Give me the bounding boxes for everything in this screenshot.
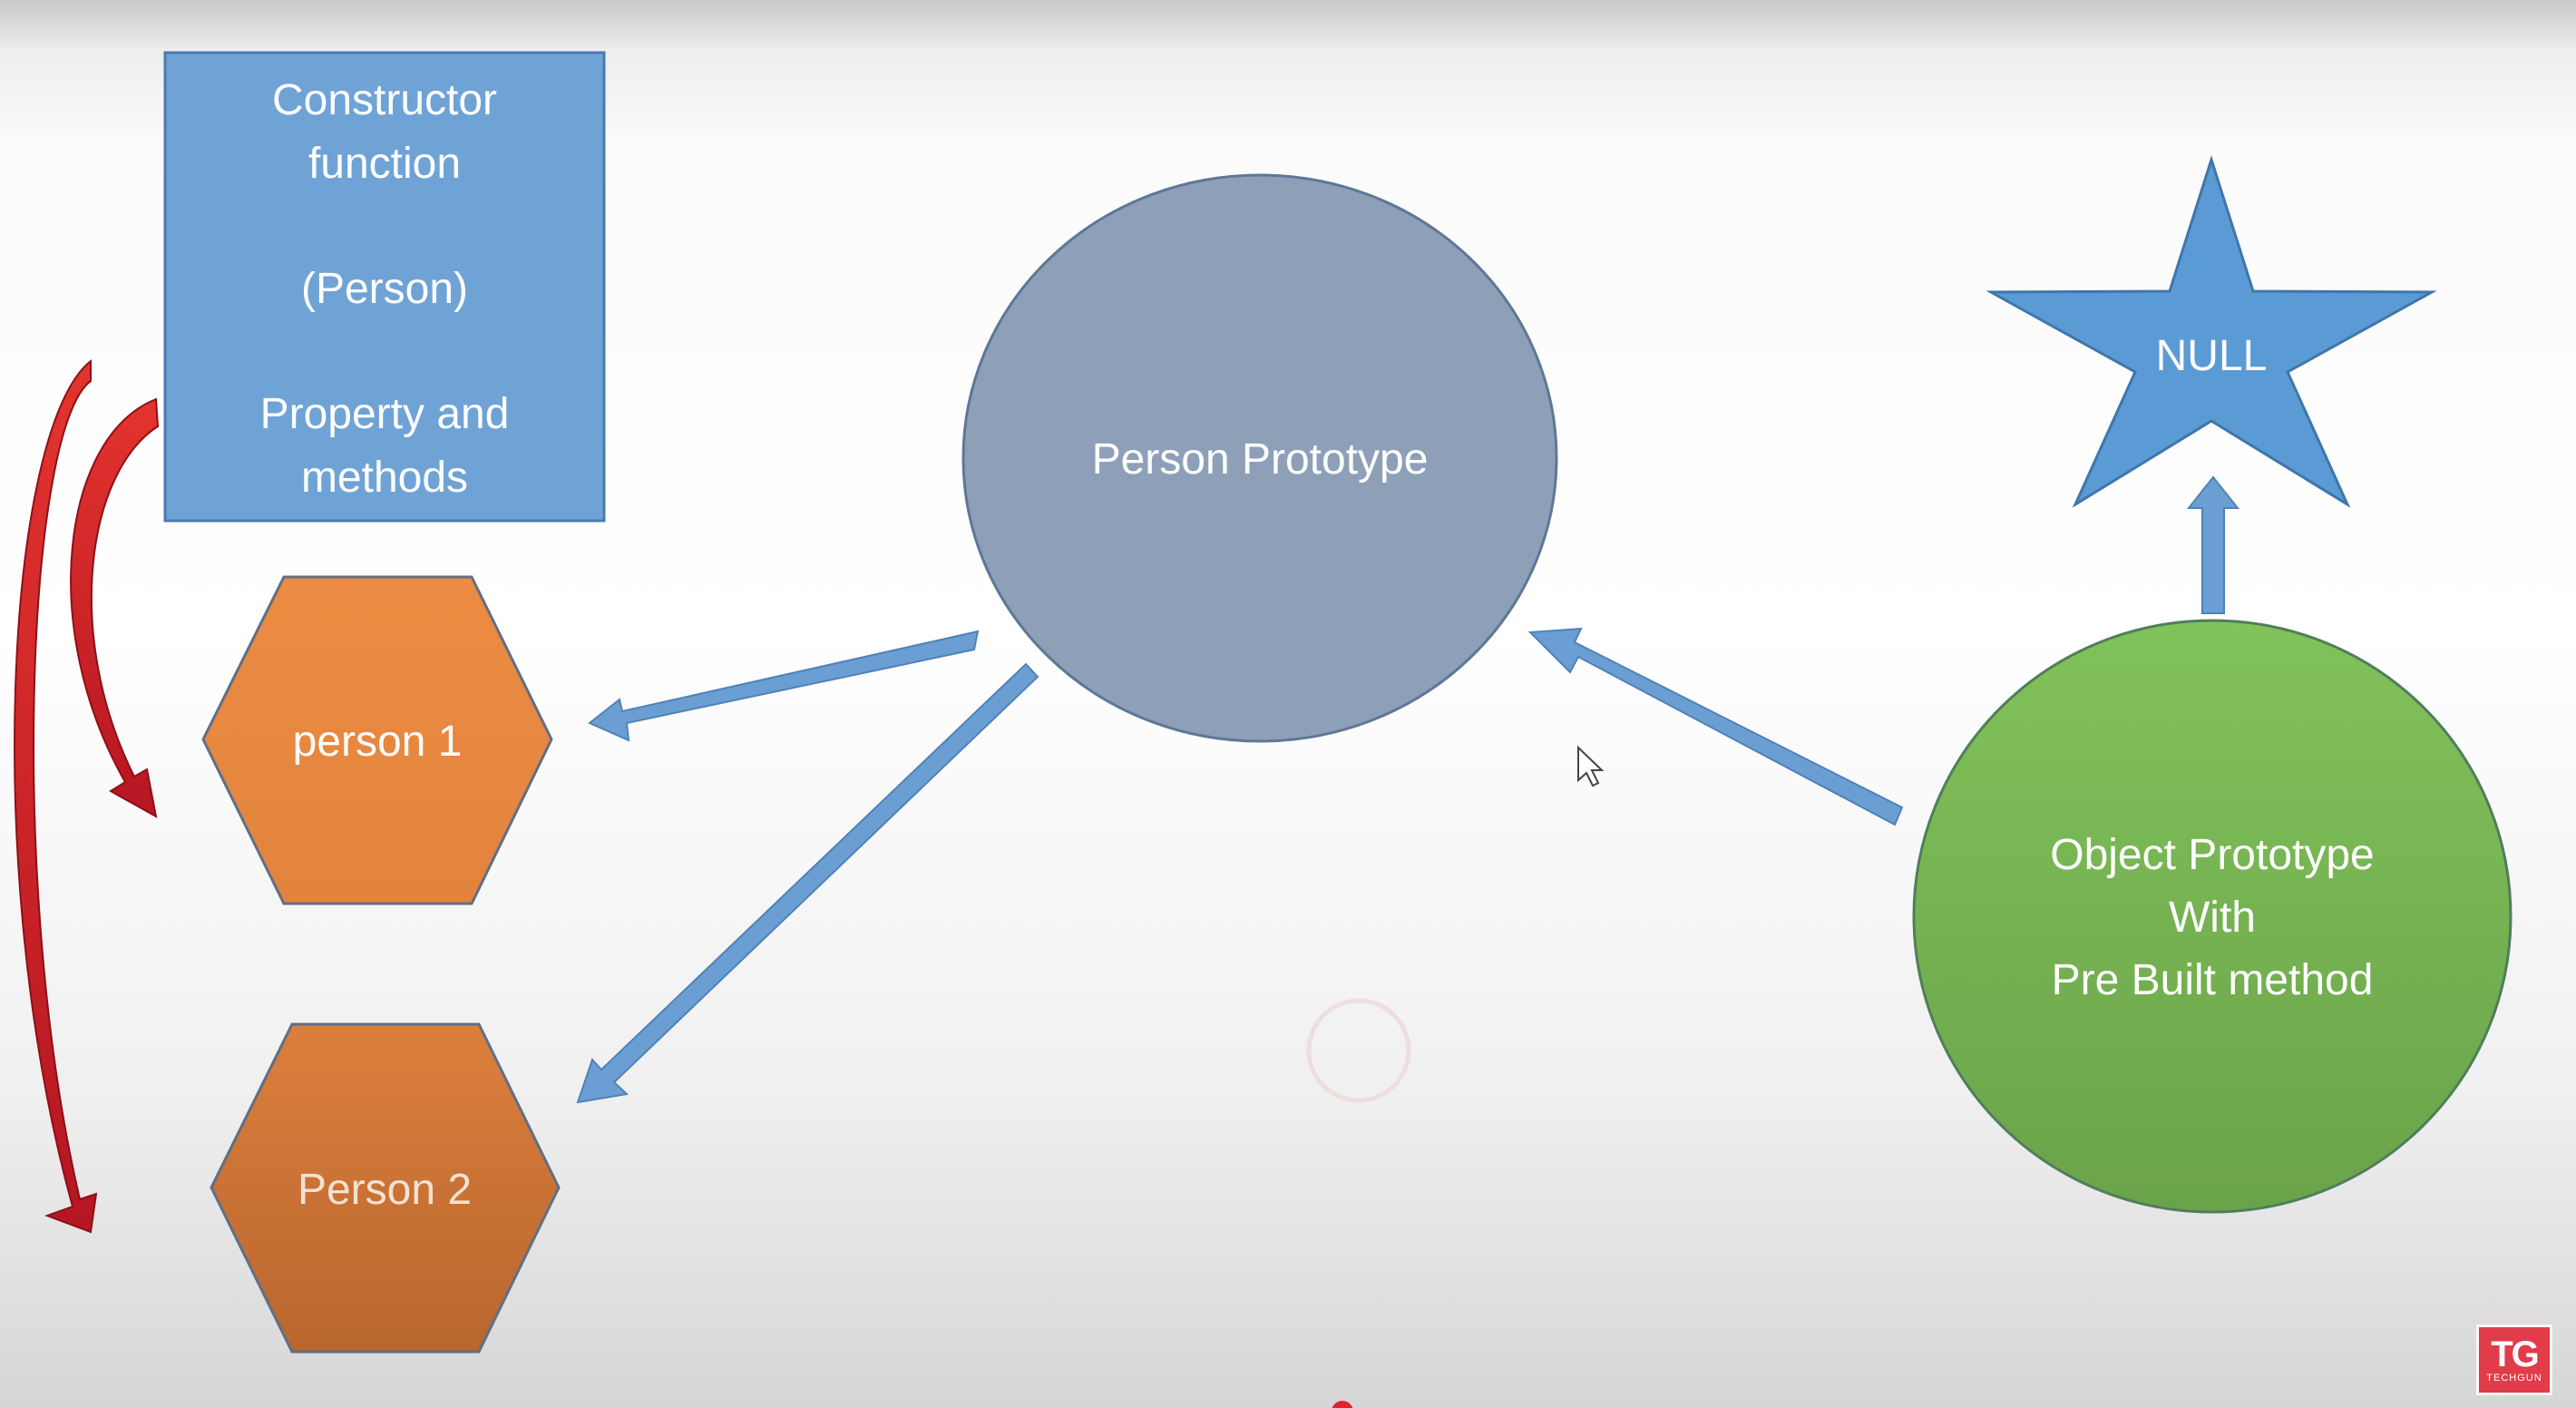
object-prototype-circle: Object Prototype With Pre Built method <box>1912 619 2513 1214</box>
constructor-function-box: Constructor function (Person) Property a… <box>163 51 606 523</box>
person1-hexagon: person 1 <box>201 575 553 905</box>
null-star: NULL <box>1986 155 2437 508</box>
person2-hexagon: Person 2 <box>210 1022 561 1354</box>
constructor-line-3: (Person) <box>301 265 468 313</box>
constructor-line-5: methods <box>301 454 468 502</box>
techgun-logo: TG TECHGUN <box>2476 1325 2552 1395</box>
loading-spinner-ring <box>1306 998 1411 1103</box>
object-prototype-line-3: Pre Built method <box>2052 956 2374 1004</box>
constructor-line-1: Constructor <box>272 76 497 124</box>
logo-sub: TECHGUN <box>2486 1373 2542 1384</box>
object-prototype-line-1: Object Prototype <box>2050 831 2375 879</box>
person-prototype-circle: Person Prototype <box>961 173 1558 743</box>
constructor-line-4: Property and <box>260 390 510 438</box>
arrow-prototype-to-person2 <box>576 662 1039 1104</box>
mouse-cursor-icon <box>1577 745 1605 787</box>
arrow-object-to-person-prototype <box>1527 627 1904 826</box>
playback-progress-dot[interactable] <box>1332 1401 1353 1408</box>
constructor-line-2: function <box>308 140 461 188</box>
arrow-object-to-null <box>2186 475 2240 614</box>
person-prototype-label: Person Prototype <box>1092 435 1429 484</box>
red-curved-arrow-inner <box>70 397 160 818</box>
instance-of-arrows <box>14 358 160 1234</box>
prototype-link-arrows <box>576 475 2240 1104</box>
red-curved-arrow-outer <box>14 358 98 1234</box>
person2-label: Person 2 <box>298 1166 472 1214</box>
null-label: NULL <box>2156 332 2268 380</box>
object-prototype-line-2: With <box>2169 894 2256 942</box>
logo-mark: TG <box>2491 1335 2540 1374</box>
person1-label: person 1 <box>293 718 463 766</box>
arrow-prototype-to-person1 <box>588 630 980 742</box>
